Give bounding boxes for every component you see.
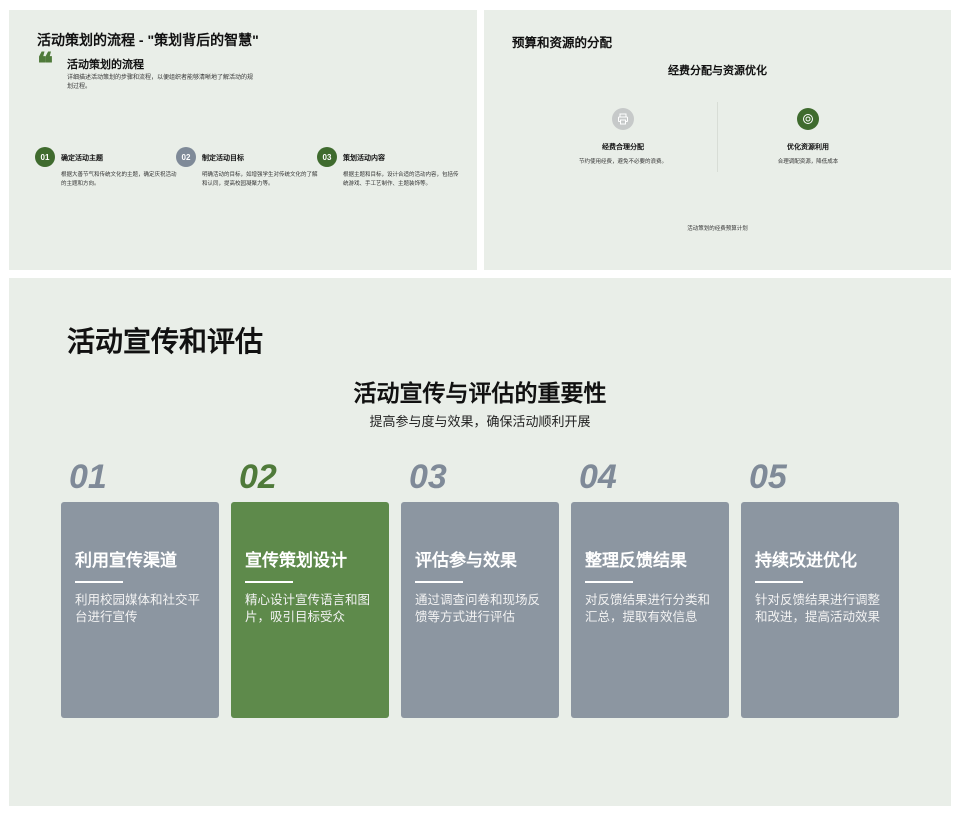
section-subtitle: 活动策划的流程 bbox=[67, 59, 144, 71]
step-card-wrapper: 04 整理反馈结果 对反馈结果进行分类和汇总，提取有效信息 bbox=[571, 458, 729, 718]
card-title: 评估参与效果 bbox=[415, 551, 517, 570]
divider bbox=[717, 102, 718, 172]
step-card-wrapper: 05 持续改进优化 针对反馈结果进行调整和改进，提高活动效果 bbox=[741, 458, 899, 718]
resource-description: 合理调配资源，降低成本 bbox=[777, 159, 839, 165]
resource-title: 优化资源利用 bbox=[787, 144, 829, 151]
card-description: 精心设计宣传语言和图片，吸引目标受众 bbox=[245, 593, 371, 624]
section-description: 详细描述活动策划的步骤和流程，以便组织者能够清晰地了解活动的规划过程。 bbox=[67, 75, 254, 90]
step-title: 策划活动内容 bbox=[343, 155, 385, 162]
section-heading: 经费分配与资源优化 bbox=[668, 65, 767, 77]
card-divider bbox=[755, 581, 803, 583]
slide-title: 活动策划的流程 - "策划背后的智慧" bbox=[37, 32, 259, 48]
card-divider bbox=[415, 581, 463, 583]
step-card: 宣传策划设计 精心设计宣传语言和图片，吸引目标受众 bbox=[231, 502, 389, 718]
step-title: 制定活动目标 bbox=[202, 155, 244, 162]
card-description: 通过调查问卷和现场反馈等方式进行评估 bbox=[415, 593, 541, 624]
resource-description: 节约使用经费，避免不必要的浪费。 bbox=[578, 159, 667, 165]
slide-title: 预算和资源的分配 bbox=[512, 36, 613, 50]
step-number-badge: 02 bbox=[176, 147, 196, 167]
printer-icon bbox=[612, 108, 634, 130]
card-number: 03 bbox=[409, 458, 447, 496]
card-number: 01 bbox=[69, 458, 107, 496]
resource-title: 经费合理分配 bbox=[602, 144, 644, 151]
slide-caption: 活动策划的经费预算计划 bbox=[687, 226, 748, 232]
card-number: 02 bbox=[239, 458, 277, 496]
step-card: 持续改进优化 针对反馈结果进行调整和改进，提高活动效果 bbox=[741, 502, 899, 718]
card-description: 针对反馈结果进行调整和改进，提高活动效果 bbox=[755, 593, 881, 624]
card-number: 04 bbox=[579, 458, 617, 496]
step-description: 明确活动的目标，如增强学生对传统文化的了解和认同，提高校园凝聚力等。 bbox=[202, 172, 318, 187]
step-number-badge: 03 bbox=[317, 147, 337, 167]
step-description: 根据主题和目标，设计合适的活动内容，包括传统游戏、手工艺制作、主题装饰等。 bbox=[343, 172, 459, 187]
card-title: 整理反馈结果 bbox=[585, 551, 687, 570]
slide-title: 活动宣传和评估 bbox=[67, 326, 264, 357]
section-subheading: 提高参与度与效果，确保活动顺利开展 bbox=[369, 414, 591, 429]
card-title: 持续改进优化 bbox=[755, 551, 857, 570]
card-description: 利用校园媒体和社交平台进行宣传 bbox=[75, 593, 201, 624]
card-divider bbox=[245, 581, 293, 583]
card-divider bbox=[75, 581, 123, 583]
step-card: 利用宣传渠道 利用校园媒体和社交平台进行宣传 bbox=[61, 502, 219, 718]
step-card-wrapper: 03 评估参与效果 通过调查问卷和现场反馈等方式进行评估 bbox=[401, 458, 559, 718]
step-card-wrapper: 01 利用宣传渠道 利用校园媒体和社交平台进行宣传 bbox=[61, 458, 219, 718]
card-title: 宣传策划设计 bbox=[245, 551, 347, 570]
card-description: 对反馈结果进行分类和汇总，提取有效信息 bbox=[585, 593, 711, 624]
step-number-badge: 01 bbox=[35, 147, 55, 167]
resource-item: 优化资源利用 合理调配资源，降低成本 bbox=[718, 108, 898, 165]
slide-activity-planning-process: 活动策划的流程 - "策划背后的智慧" ❝ 活动策划的流程 详细描述活动策划的步… bbox=[9, 10, 477, 270]
card-title: 利用宣传渠道 bbox=[75, 551, 177, 570]
step-title: 确定活动主题 bbox=[61, 155, 103, 162]
card-number: 05 bbox=[749, 458, 787, 496]
step-card-wrapper: 02 宣传策划设计 精心设计宣传语言和图片，吸引目标受众 bbox=[231, 458, 389, 718]
card-divider bbox=[585, 581, 633, 583]
step-description: 根据大善节气和传统文化的主题，确定庆祝活动的主题和方向。 bbox=[61, 172, 177, 187]
slide-promotion-evaluation: 活动宣传和评估 活动宣传与评估的重要性 提高参与度与效果，确保活动顺利开展 01… bbox=[9, 278, 951, 806]
step-card: 整理反馈结果 对反馈结果进行分类和汇总，提取有效信息 bbox=[571, 502, 729, 718]
slide-budget-allocation: 预算和资源的分配 经费分配与资源优化 经费合理分配 节约使用经费，避免不必要的浪… bbox=[484, 10, 951, 270]
section-heading: 活动宣传与评估的重要性 bbox=[353, 380, 607, 406]
quote-mark-icon: ❝ bbox=[37, 47, 54, 82]
resource-item: 经费合理分配 节约使用经费，避免不必要的浪费。 bbox=[533, 108, 713, 165]
target-icon bbox=[797, 108, 819, 130]
step-card: 评估参与效果 通过调查问卷和现场反馈等方式进行评估 bbox=[401, 502, 559, 718]
